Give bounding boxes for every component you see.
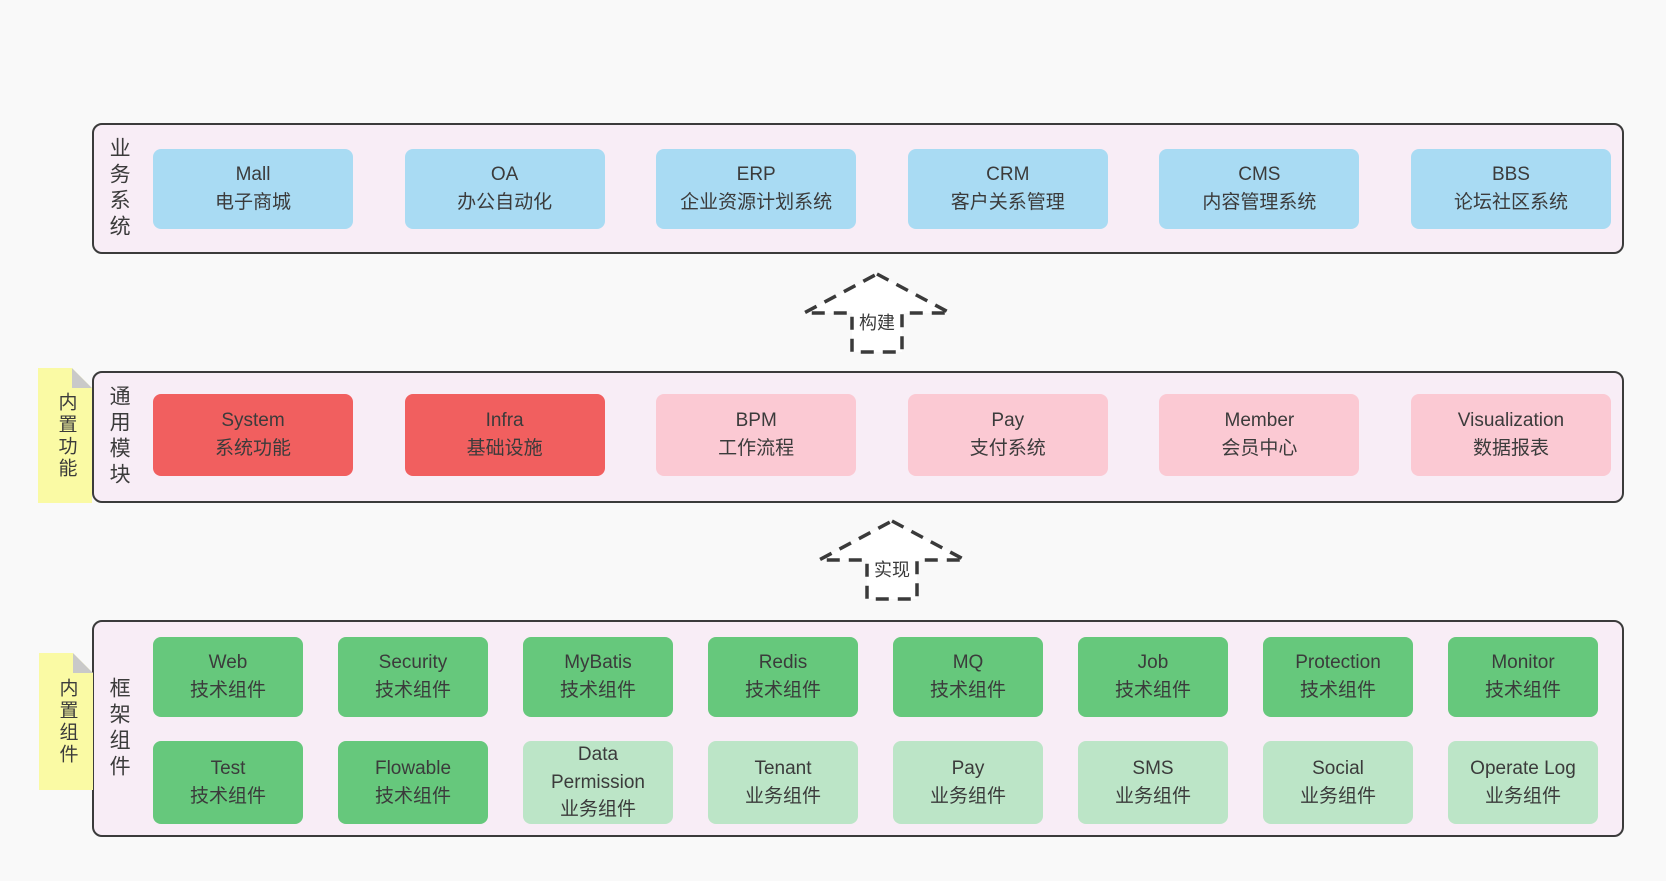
box-subtitle: 会员中心 xyxy=(1221,438,1298,459)
box-mq: MQ 技术组件 xyxy=(893,637,1043,717)
box-title: Infra xyxy=(485,410,524,432)
box-system: System 系统功能 xyxy=(153,394,353,476)
build-arrow-label: 构建 xyxy=(856,308,898,336)
box-title: Data Permission xyxy=(551,744,645,793)
box-test: Test 技术组件 xyxy=(153,741,303,824)
box-protection: Protection 技术组件 xyxy=(1263,637,1413,717)
framework-components-panel: 框架组件 Web 技术组件 Security 技术组件 MyBatis 技术组件… xyxy=(92,620,1624,837)
box-sms: SMS 业务组件 xyxy=(1078,741,1228,824)
box-security: Security 技术组件 xyxy=(338,637,488,717)
box-subtitle: 业务组件 xyxy=(1114,785,1191,807)
panel-label-common-modules: 通用模块 xyxy=(107,385,131,489)
box-title: SMS xyxy=(1132,757,1174,779)
box-title: Web xyxy=(208,652,248,674)
box-redis: Redis 技术组件 xyxy=(708,637,858,717)
box-pay: Pay 支付系统 xyxy=(907,394,1108,476)
box-subtitle: 工作流程 xyxy=(718,438,795,459)
box-title: Protection xyxy=(1295,652,1381,674)
box-operate-log: Operate Log 业务组件 xyxy=(1448,741,1598,824)
box-subtitle: 技术组件 xyxy=(189,785,266,807)
box-title: Social xyxy=(1312,757,1364,779)
box-title: Pay xyxy=(991,410,1025,432)
box-subtitle: 技术组件 xyxy=(1299,680,1376,701)
box-subtitle: 办公自动化 xyxy=(457,192,553,213)
box-title: ERP xyxy=(736,164,776,186)
box-title: System xyxy=(221,410,285,432)
box-title: Test xyxy=(210,757,246,779)
box-data-permission: Data Permission 业务组件 xyxy=(523,741,673,824)
box-infra: Infra 基础设施 xyxy=(404,394,605,476)
box-title: BBS xyxy=(1491,164,1530,186)
box-mall: Mall 电子商城 xyxy=(153,149,353,229)
box-subtitle: 业务组件 xyxy=(1484,785,1561,807)
box-visualization: Visualization 数据报表 xyxy=(1410,394,1611,476)
box-subtitle: 电子商城 xyxy=(214,192,291,213)
box-subtitle: 支付系统 xyxy=(969,438,1046,459)
box-title: Monitor xyxy=(1491,652,1555,674)
box-subtitle: 技术组件 xyxy=(189,680,266,701)
box-cms: CMS 内容管理系统 xyxy=(1159,149,1360,229)
box-subtitle: 系统功能 xyxy=(214,438,291,459)
box-title: MyBatis xyxy=(564,652,632,674)
box-title: Flowable xyxy=(374,757,452,779)
box-subtitle: 论坛社区系统 xyxy=(1453,192,1568,213)
box-pay-biz: Pay 业务组件 xyxy=(893,741,1043,824)
box-subtitle: 技术组件 xyxy=(744,680,821,701)
implement-arrow: 实现 xyxy=(815,515,969,607)
box-social: Social 业务组件 xyxy=(1263,741,1413,824)
box-subtitle: 基础设施 xyxy=(466,438,543,459)
common-modules-panel: 通用模块 System 系统功能 Infra 基础设施 BPM 工作流程 Pay… xyxy=(92,371,1624,503)
box-erp: ERP 企业资源计划系统 xyxy=(656,149,857,229)
box-web: Web 技术组件 xyxy=(153,637,303,717)
box-subtitle: 技术组件 xyxy=(559,680,636,701)
implement-arrow-label: 实现 xyxy=(871,555,913,583)
box-subtitle: 技术组件 xyxy=(929,680,1006,701)
box-bbs: BBS 论坛社区系统 xyxy=(1410,149,1611,229)
panel-label-framework-components: 框架组件 xyxy=(107,676,131,781)
box-subtitle: 技术组件 xyxy=(1114,680,1191,701)
box-subtitle: 技术组件 xyxy=(374,785,451,807)
box-title: Job xyxy=(1137,652,1169,674)
box-bpm: BPM 工作流程 xyxy=(656,394,857,476)
box-title: Member xyxy=(1224,410,1295,432)
box-subtitle: 业务组件 xyxy=(744,785,821,807)
box-crm: CRM 客户关系管理 xyxy=(907,149,1108,229)
box-subtitle: 业务组件 xyxy=(1299,785,1376,807)
box-title: Redis xyxy=(758,652,808,674)
box-subtitle: 客户关系管理 xyxy=(950,192,1065,213)
business-systems-panel: 业务系统 Mall 电子商城 OA 办公自动化 ERP 企业资源计划系统 CRM… xyxy=(92,123,1624,254)
box-tenant: Tenant 业务组件 xyxy=(708,741,858,824)
box-title: CMS xyxy=(1238,164,1281,186)
box-title: Operate Log xyxy=(1470,757,1576,779)
box-subtitle: 企业资源计划系统 xyxy=(680,192,833,213)
box-title: BPM xyxy=(735,410,777,432)
note-fold-corner-icon xyxy=(73,653,93,673)
box-subtitle: 业务组件 xyxy=(929,785,1006,807)
panel-label-business-systems: 业务系统 xyxy=(107,136,131,241)
box-mybatis: MyBatis 技术组件 xyxy=(523,637,673,717)
box-monitor: Monitor 技术组件 xyxy=(1448,637,1598,717)
box-title: Tenant xyxy=(754,757,812,779)
box-subtitle: 内容管理系统 xyxy=(1202,192,1317,213)
box-subtitle: 业务组件 xyxy=(559,799,636,821)
sticky-note-built-in-features: 内置功能 xyxy=(38,368,92,503)
box-member: Member 会员中心 xyxy=(1159,394,1360,476)
box-title: OA xyxy=(490,164,519,186)
box-flowable: Flowable 技术组件 xyxy=(338,741,488,824)
box-oa: OA 办公自动化 xyxy=(404,149,605,229)
sticky-note-built-in-components: 内置组件 xyxy=(39,653,93,790)
box-title: CRM xyxy=(986,164,1030,186)
note-fold-corner-icon xyxy=(72,368,92,388)
box-title: Mall xyxy=(235,164,271,186)
box-title: MQ xyxy=(952,652,984,674)
build-arrow: 构建 xyxy=(800,268,954,360)
box-subtitle: 数据报表 xyxy=(1472,438,1549,459)
box-subtitle: 技术组件 xyxy=(1484,680,1561,701)
box-subtitle: 技术组件 xyxy=(374,680,451,701)
box-title: Pay xyxy=(951,757,985,779)
box-title: Visualization xyxy=(1457,410,1565,432)
box-job: Job 技术组件 xyxy=(1078,637,1228,717)
box-title: Security xyxy=(378,652,448,674)
